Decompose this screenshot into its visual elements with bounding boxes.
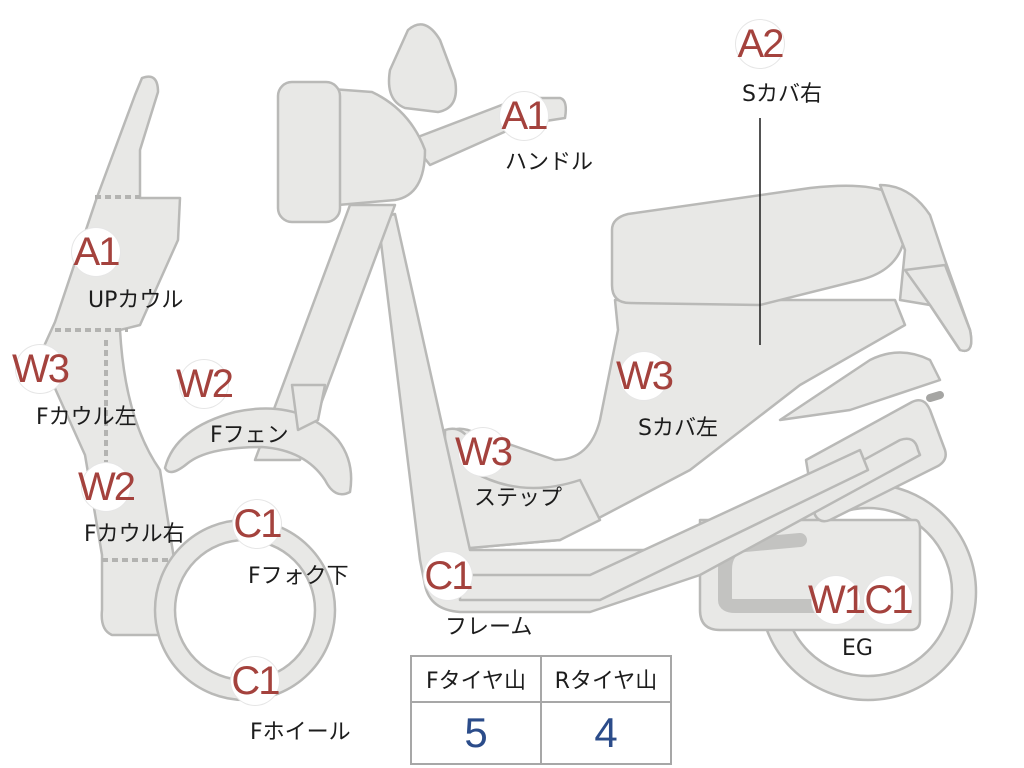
mirror: [387, 23, 458, 114]
tail-light: [903, 263, 973, 353]
marker-code-front-fork-lower: C1: [233, 500, 283, 548]
marker-code-side-cover-left: W3: [616, 352, 674, 400]
seat: [610, 184, 907, 307]
marker-code-handle: A1: [500, 92, 548, 140]
marker-label-front-cowl-right: Fカウル右: [84, 522, 185, 547]
marker-code-front-fender: W2: [176, 360, 234, 408]
marker-label-front-cowl-left: Fカウル左: [36, 405, 137, 430]
marker-label-handle: ハンドル: [505, 150, 594, 175]
marker-code-frame: C1: [424, 552, 474, 600]
marker-code-engine: W1: [808, 576, 866, 624]
marker-code-step: W3: [455, 428, 513, 476]
marker-code-side-cover-right: A2: [736, 20, 784, 68]
front-tyre-value: 5: [464, 709, 488, 756]
marker-label-side-cover-left: Sカバ左: [638, 416, 718, 441]
rear-fender: [778, 351, 942, 422]
front-fender-shape: [163, 407, 353, 496]
marker-label-upper-cowl: UPカウル: [88, 288, 184, 313]
marker-label-engine: EG: [842, 636, 873, 661]
front-fork: [290, 383, 327, 432]
marker-label-step: ステップ: [474, 486, 563, 511]
marker-code-engine-2: C1: [864, 576, 914, 624]
marker-code-upper-cowl: A1: [72, 228, 120, 276]
shock-rod: [926, 391, 944, 402]
rear-tyre-column: Rタイヤ山 4: [540, 657, 670, 763]
marker-code-front-wheel: C1: [231, 657, 281, 705]
marker-code-front-cowl-right: W2: [78, 463, 136, 511]
marker-label-side-cover-right: Sカバ右: [742, 82, 822, 107]
front-tyre-column: Fタイヤ山 5: [412, 657, 540, 763]
marker-label-front-fender: Fフェン: [210, 423, 289, 448]
rear-tyre-value: 4: [594, 709, 618, 756]
marker-code-front-cowl-left: W3: [12, 345, 70, 393]
marker-label-front-fork-lower: Fフォク下: [248, 564, 349, 589]
frame-rail-lower: [458, 448, 870, 602]
marker-label-front-wheel: Fホイール: [250, 720, 351, 745]
marker-label-frame: フレーム: [445, 615, 533, 640]
front-tyre-header: Fタイヤ山: [412, 657, 540, 703]
tyre-tread-table: Fタイヤ山 5 Rタイヤ山 4: [410, 655, 672, 765]
head-tube: [253, 203, 397, 462]
rear-tyre-header: Rタイヤ山: [542, 657, 670, 703]
headlight: [276, 80, 342, 224]
